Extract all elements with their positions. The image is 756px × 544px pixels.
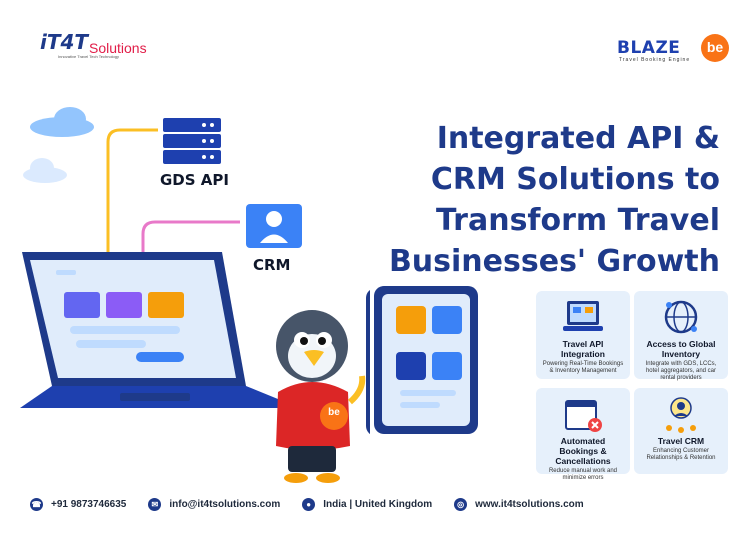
crm-label: CRM (253, 256, 291, 274)
server-icon (163, 118, 221, 164)
crm-user-icon (246, 204, 302, 248)
feature-card: Travel API Integration Powering Real-Tim… (536, 291, 630, 379)
headline-line-1: Integrated API & (436, 121, 720, 156)
feature-desc: Powering Real-Time Bookings & Inventory … (542, 361, 624, 374)
tablet (374, 286, 478, 434)
feature-desc: Integrate with GDS, LCCs, hotel aggregat… (645, 361, 717, 381)
it4t-logo: iT4T Solutions Innovative Travel Tech Te… (40, 30, 160, 66)
blaze-logo: BLAZE be Travel Booking Engine (613, 30, 733, 64)
laptop-booking-icon (542, 295, 624, 339)
feature-desc: Enhancing Customer Relationships & Reten… (646, 448, 716, 461)
gds-connector (106, 128, 158, 260)
globe-icon: ◎ (454, 497, 468, 511)
website-text: www.it4tsolutions.com (475, 498, 584, 510)
crm-connector (141, 220, 240, 260)
logo-brand: iT4T (40, 30, 89, 54)
contact-footer: ☎ +91 9873746635 ✉ info@it4tsolutions.co… (30, 494, 730, 514)
falcon-mascot (276, 310, 366, 483)
globe-network-icon (640, 295, 722, 339)
beach-icon (432, 352, 462, 380)
cloud-icon (30, 107, 94, 137)
feature-desc: Reduce manual work and minimize errors (548, 468, 618, 481)
laptop-icon (20, 252, 300, 408)
logo-tagline: Innovative Travel Tech Technology (58, 54, 120, 59)
feature-title: Travel CRM (657, 436, 705, 446)
calendar-cancel-icon (542, 392, 624, 436)
phone-text: +91 9873746635 (51, 498, 127, 510)
cloud-icon (23, 158, 67, 183)
feature-card: Automated Bookings & Cancellations Reduc… (536, 388, 630, 481)
feature-title: Travel API Integration (561, 339, 605, 359)
email-icon: ✉ (148, 497, 162, 511)
location-item: ● India | United Kingdom (302, 497, 433, 511)
feature-card: Access to Global Inventory Integrate wit… (634, 291, 728, 381)
email-item[interactable]: ✉ info@it4tsolutions.com (148, 497, 281, 511)
gds-api-label: GDS API (160, 171, 229, 189)
flight-icon (396, 306, 426, 334)
location-pin-icon: ● (302, 497, 316, 511)
headline-line-2: CRM Solutions to (430, 162, 720, 197)
phone-icon: ☎ (30, 497, 43, 511)
blaze-tagline: Travel Booking Engine (619, 57, 691, 63)
mascot-badge: be (328, 407, 340, 418)
website-item[interactable]: ◎ www.it4tsolutions.com (454, 497, 584, 511)
user-network-icon (640, 392, 722, 436)
illustration (20, 107, 370, 434)
car-icon (396, 352, 426, 380)
feature-card: Travel CRM Enhancing Customer Relationsh… (634, 388, 728, 474)
train-icon (432, 306, 462, 334)
logo-solutions: Solutions (89, 40, 147, 56)
headline-line-4: Businesses' Growth (388, 244, 720, 279)
location-text: India | United Kingdom (323, 498, 433, 510)
feature-title: Automated Bookings & Cancellations (555, 436, 611, 466)
blaze-brand: BLAZE (617, 38, 681, 58)
headline-line-3: Transform Travel (436, 203, 720, 238)
headline: Integrated API & CRM Solutions to Transf… (340, 118, 720, 282)
tablet-icon (366, 290, 370, 434)
email-text: info@it4tsolutions.com (169, 498, 281, 510)
feature-title: Access to Global Inventory (646, 339, 716, 359)
phone-item[interactable]: ☎ +91 9873746635 (30, 497, 127, 511)
be-badge: be (701, 34, 729, 62)
